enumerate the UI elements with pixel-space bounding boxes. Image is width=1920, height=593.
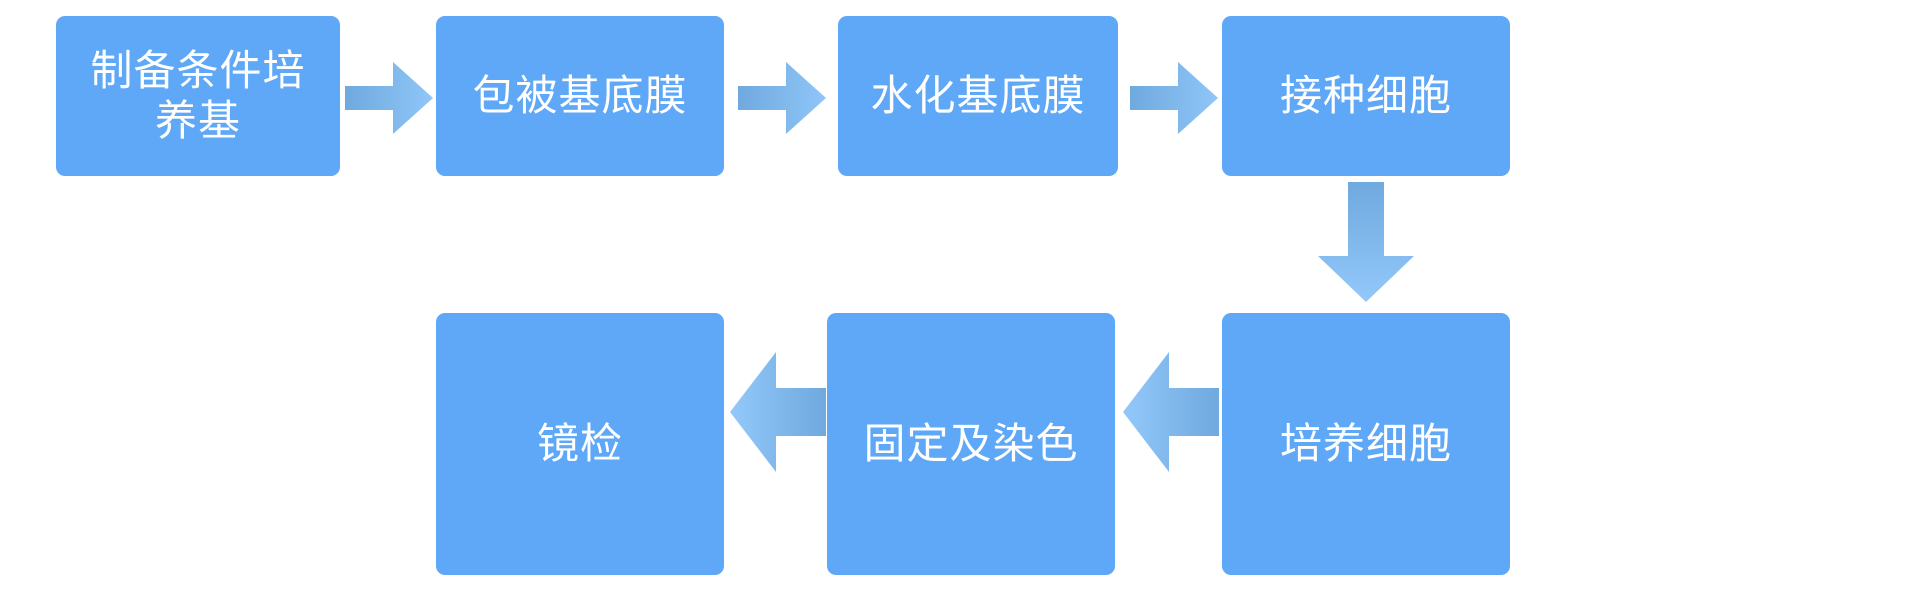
- connector-hydrate-to-seed: [1130, 62, 1218, 134]
- connector-prepare-to-coat: [345, 62, 433, 134]
- arrow-right-icon: [1130, 62, 1218, 134]
- flow-node-prepare-conditioned-medium[interactable]: 制备条件培 养基: [56, 16, 340, 176]
- flow-node-seed-cells[interactable]: 接种细胞: [1222, 16, 1510, 176]
- flow-node-microscopy[interactable]: 镜检: [436, 313, 724, 575]
- flow-node-hydrate-basement-membrane[interactable]: 水化基底膜: [838, 16, 1118, 176]
- arrow-down-icon: [1318, 182, 1414, 302]
- flow-node-label: 接种细胞: [1279, 72, 1452, 120]
- flow-node-label: 水化基底膜: [870, 72, 1086, 120]
- flow-node-label: 包被基底膜: [472, 72, 688, 120]
- arrow-right-icon: [345, 62, 433, 134]
- connector-fix-to-microscopy: [730, 352, 826, 472]
- arrow-left-icon: [1123, 352, 1219, 472]
- arrow-left-icon: [730, 352, 826, 472]
- connector-culture-to-fix: [1123, 352, 1219, 472]
- flow-node-culture-cells[interactable]: 培养细胞: [1222, 313, 1510, 575]
- flow-node-coat-basement-membrane[interactable]: 包被基底膜: [436, 16, 724, 176]
- flow-node-label: 镜检: [536, 420, 623, 468]
- flow-node-fix-and-stain[interactable]: 固定及染色: [827, 313, 1115, 575]
- flow-node-label: 培养细胞: [1279, 420, 1452, 468]
- connector-seed-to-culture: [1318, 182, 1414, 302]
- flow-node-label: 固定及染色: [863, 420, 1079, 468]
- flow-node-label: 制备条件培 养基: [90, 47, 306, 144]
- arrow-right-icon: [738, 62, 826, 134]
- connector-coat-to-hydrate: [738, 62, 826, 134]
